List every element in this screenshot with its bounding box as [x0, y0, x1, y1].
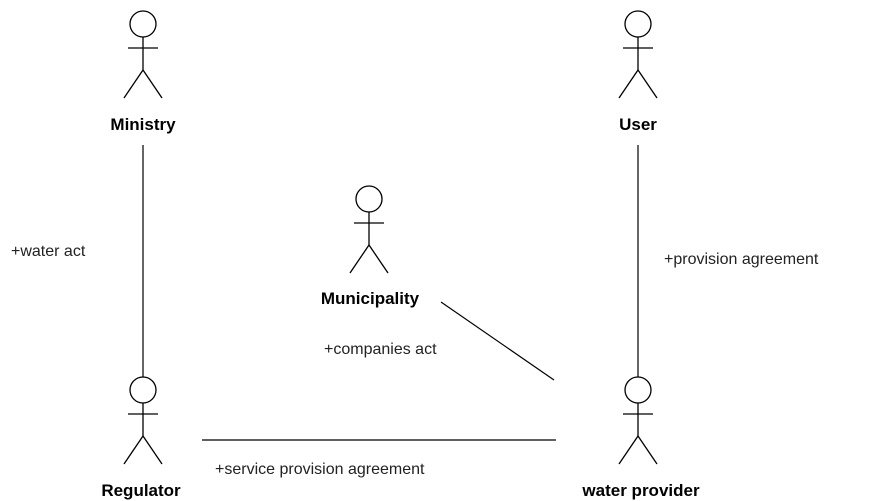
actor-regulator-label: Regulator — [101, 481, 181, 500]
association-label-companies-act: +companies act — [324, 341, 437, 358]
actor-ministry-label: Ministry — [110, 115, 176, 134]
association-label-service-provision-agreement: +service provision agreement — [215, 461, 425, 478]
stick-figure-icon — [618, 376, 658, 465]
actor-regulator[interactable]: Regulator — [101, 376, 181, 500]
actor-municipality[interactable]: Municipality — [321, 185, 420, 308]
association-label-provision-agreement: +provision agreement — [664, 251, 819, 268]
stick-figure-icon — [349, 185, 389, 274]
association-municipality-water-provider[interactable] — [440, 301, 555, 381]
stick-figure-icon — [123, 376, 163, 465]
actor-ministry[interactable]: Ministry — [110, 10, 176, 134]
stick-figure-icon — [123, 10, 163, 99]
association-label-water-act: +water act — [11, 243, 86, 260]
actor-user[interactable]: User — [618, 10, 658, 134]
stick-figure-icon — [618, 10, 658, 99]
actor-water-provider[interactable]: water provider — [581, 376, 700, 500]
actor-water-provider-label: water provider — [581, 481, 700, 500]
actor-user-label: User — [619, 115, 657, 134]
actor-municipality-label: Municipality — [321, 289, 420, 308]
